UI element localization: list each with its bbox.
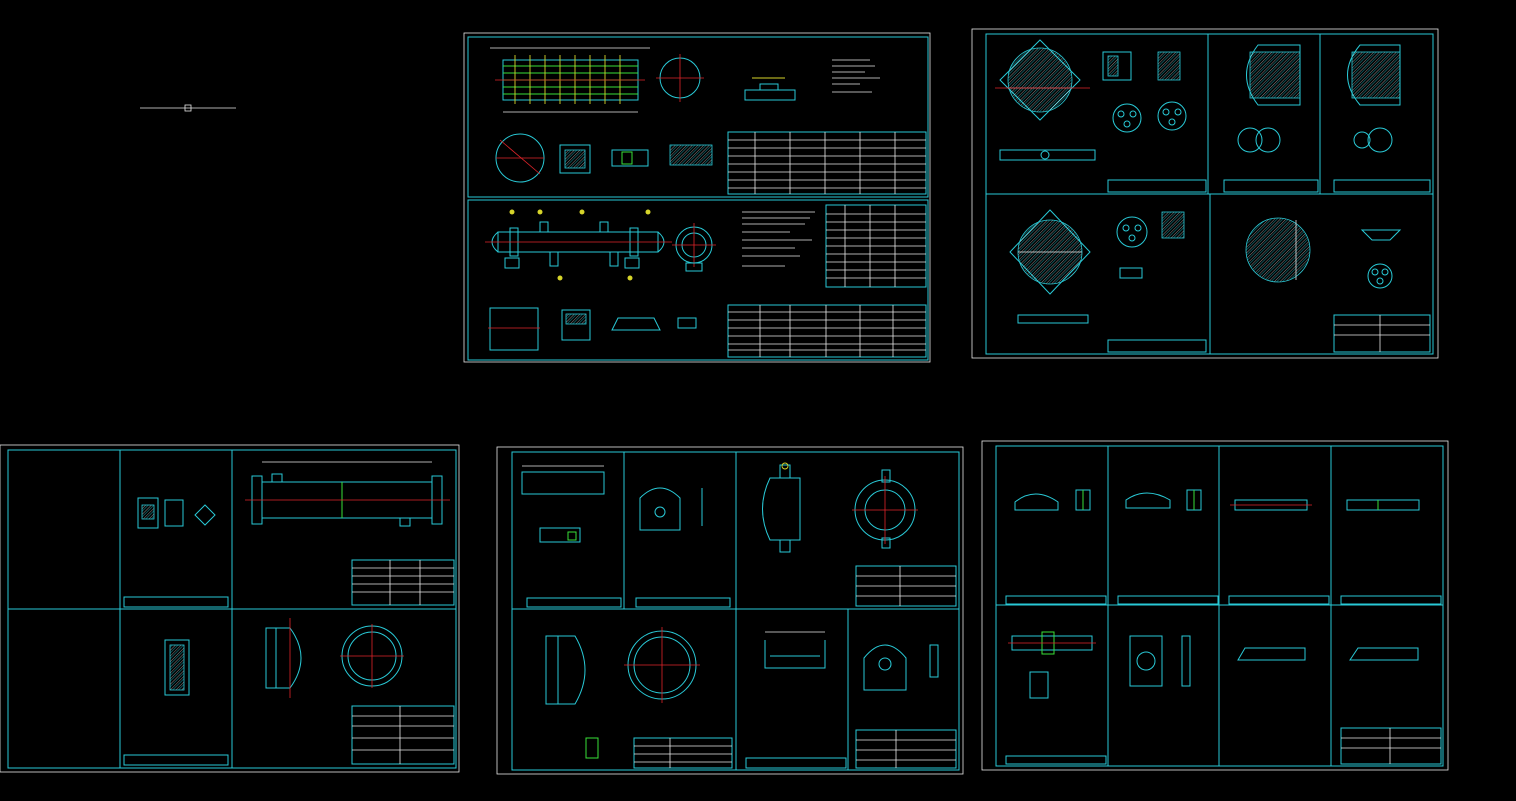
exchanger-elevation	[485, 209, 672, 281]
reinforcing-pad	[639, 487, 703, 531]
head-section	[164, 639, 190, 696]
tube-sheet-layout-4	[1009, 209, 1091, 324]
exchanger-side-view	[672, 223, 716, 272]
parts-list-table-1	[727, 131, 927, 195]
title-blocks-head	[123, 705, 455, 766]
tube-sheet-layout-3	[1347, 44, 1401, 153]
small-details-row-2	[488, 307, 697, 351]
part-detail-row-2	[1008, 631, 1419, 699]
sheet-nozzle-and-support-parts[interactable]	[496, 446, 964, 775]
small-details-row-1	[495, 133, 713, 183]
sheet-tube-sheet-details[interactable]	[971, 28, 1439, 359]
sheet-shell-and-head[interactable]	[0, 444, 460, 773]
part-detail-row-1	[1014, 489, 1420, 511]
channel-end-view	[852, 469, 918, 549]
nozzle-table	[825, 204, 927, 288]
sheet-small-part-details[interactable]	[981, 440, 1449, 771]
title-block-shell	[123, 559, 455, 608]
tube-bundle-view	[490, 47, 650, 113]
sheet-heat-exchanger-assembly[interactable]	[463, 32, 931, 363]
channel-elevation	[762, 462, 801, 553]
tube-sheet-layout-5	[1245, 217, 1402, 289]
section-details-top	[1102, 51, 1187, 133]
notes-block-1	[832, 59, 880, 93]
ucs-marker[interactable]	[140, 104, 236, 112]
flange-ring	[545, 627, 700, 759]
shell-elevation	[245, 461, 450, 527]
title-blocks-sheet-2	[1107, 179, 1431, 353]
title-blocks-upper-row	[526, 565, 957, 608]
tube-sheet-layout-2	[1237, 44, 1301, 153]
saddle-plan	[521, 465, 605, 543]
section-details-bottom	[1116, 211, 1185, 279]
parts-list-table-2	[727, 304, 927, 358]
lifting-lug	[863, 644, 939, 691]
title-blocks-sheet-5	[1005, 595, 1442, 765]
notes-block-2	[742, 211, 815, 267]
tube-sheet-layout-1	[995, 39, 1096, 161]
flange-end-view	[340, 624, 404, 688]
bom-table-4	[633, 737, 733, 769]
title-block-sheet-4	[745, 729, 957, 769]
nozzle-detail	[744, 77, 796, 101]
head-elevation	[265, 618, 302, 698]
flange-detail	[137, 497, 216, 529]
baffle-tray	[764, 631, 826, 669]
shell-end-view	[656, 54, 704, 102]
